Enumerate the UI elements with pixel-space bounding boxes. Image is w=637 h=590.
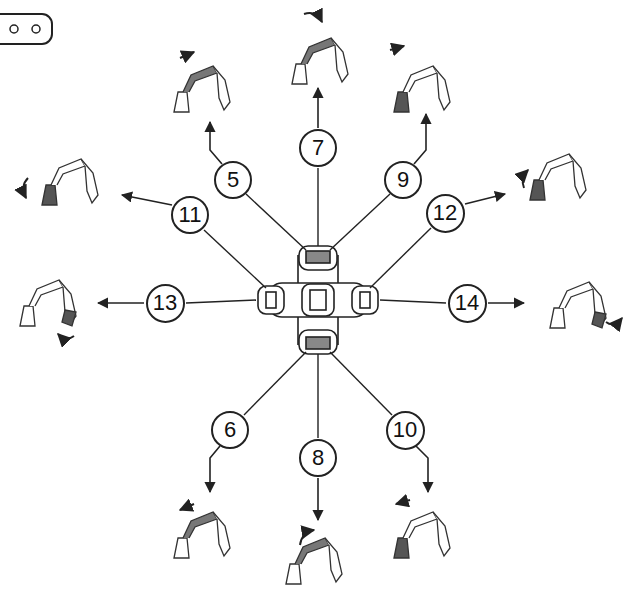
callout-circle: 14 (448, 284, 487, 323)
callout-circle: 13 (146, 284, 185, 323)
callout-circle: 6 (211, 411, 249, 449)
callout-circle: 9 (384, 161, 422, 199)
callout-number: 14 (455, 292, 479, 314)
callout-circle: 5 (214, 161, 252, 199)
callout-number: 11 (179, 204, 202, 226)
callout-number: 6 (224, 419, 236, 441)
callout-circle: 11 (171, 196, 209, 234)
callout-circle: 8 (299, 439, 337, 477)
callout-number: 7 (312, 137, 324, 159)
callout-circle: 12 (426, 194, 465, 233)
callout-number: 10 (393, 419, 417, 441)
callout-circle: 7 (299, 129, 337, 167)
callout-number: 9 (397, 169, 409, 191)
callout-number: 8 (312, 447, 324, 469)
callout-number: 12 (433, 202, 457, 224)
callout-number: 5 (227, 169, 239, 191)
callout-circle: 10 (386, 411, 425, 450)
callout-number: 13 (153, 292, 177, 314)
